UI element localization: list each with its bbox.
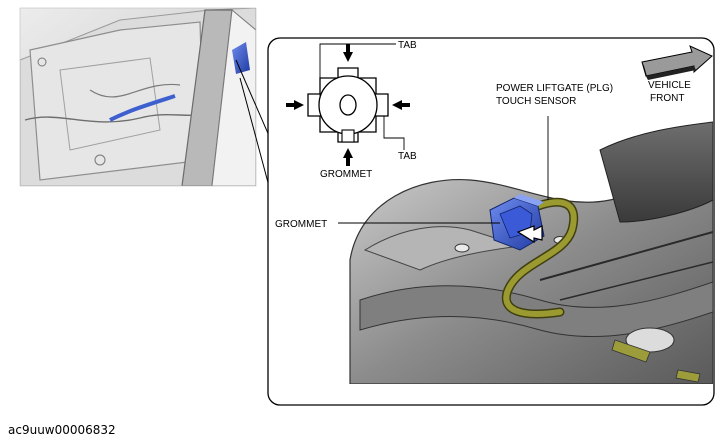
label-grommet-callout: GROMMET [275, 219, 327, 230]
callout-line-lower [239, 77, 271, 191]
label-vehicle-front-line2: FRONT [650, 93, 684, 104]
label-sensor-line2: TOUCH SENSOR [496, 96, 576, 107]
figure-code: ac9uuw00006832 [8, 423, 116, 437]
arrow-up-icon [343, 148, 353, 166]
label-tab-bottom: TAB [398, 151, 417, 162]
overview-inset [20, 8, 256, 186]
vehicle-front-arrow-icon [641, 45, 713, 80]
push-arrow-icon [516, 225, 543, 244]
arrow-down-icon [343, 44, 353, 62]
label-sensor-line1: POWER LIFTGATE (PLG) [496, 83, 613, 94]
main-detail-view [345, 120, 713, 384]
arrow-right-icon [286, 100, 304, 110]
label-tab-top: TAB [398, 40, 417, 51]
arrow-left-icon [392, 100, 410, 110]
label-vehicle-front-line1: VEHICLE [648, 80, 691, 91]
grommet-tab-detail [286, 43, 410, 166]
callout-line-upper [235, 59, 271, 139]
label-grommet-detail: GROMMET [320, 169, 372, 180]
